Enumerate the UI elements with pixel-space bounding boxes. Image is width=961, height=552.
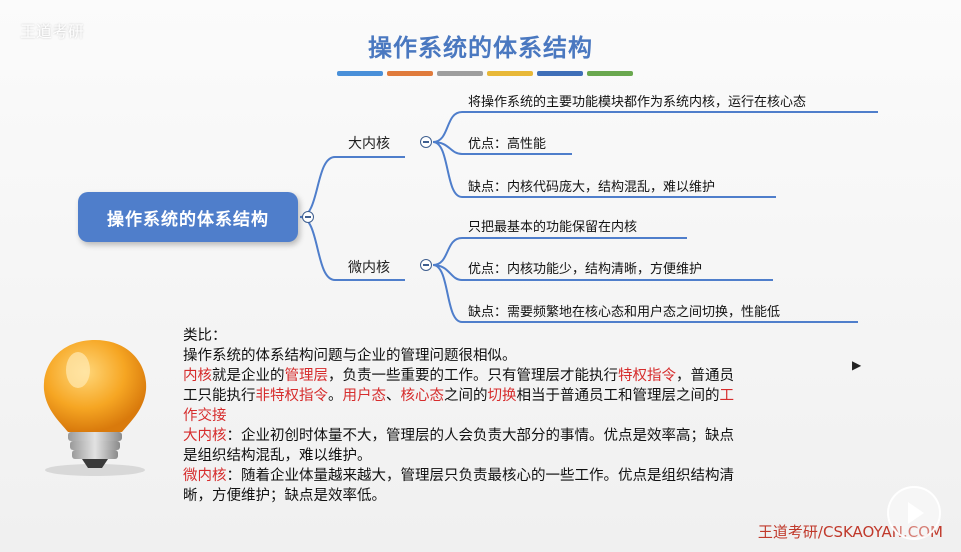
text: 之间的 xyxy=(444,388,488,404)
text: 相当于普通员工和管理层之间的 xyxy=(516,388,720,404)
title-underline-bar xyxy=(537,71,583,76)
title-underline-bar xyxy=(437,71,483,76)
lightbulb-icon xyxy=(43,340,147,476)
text: ，普通员工只能执行 xyxy=(183,368,734,404)
title-underline-bar xyxy=(387,71,433,76)
highlight: 特权指令 xyxy=(618,368,676,384)
highlight: 工作交接 xyxy=(183,388,734,424)
analogy-heading: 类比： xyxy=(183,328,227,344)
branch-big-kernel[interactable]: 大内核 xyxy=(348,136,390,152)
branch-micro-kernel[interactable]: 微内核 xyxy=(348,260,390,276)
micro-kernel-item: 缺点：需要频繁地在核心态和用户态之间切换，性能低 xyxy=(468,305,781,320)
collapse-toggle-big-kernel[interactable] xyxy=(420,136,432,148)
title-underline-bar xyxy=(337,71,383,76)
big-kernel-item: 将操作系统的主要功能模块都作为系统内核，运行在核心态 xyxy=(468,95,807,110)
analogy-text: 类比： 操作系统的体系结构问题与企业的管理问题很相似。 内核就是企业的管理层，负… xyxy=(183,326,748,506)
highlight: 内核 xyxy=(183,368,212,384)
highlight: 核心态 xyxy=(400,388,445,404)
text: 。 xyxy=(328,388,343,404)
highlight: 大内核 xyxy=(183,428,227,444)
big-kernel-item: 优点：高性能 xyxy=(468,137,547,152)
analogy-paragraph: 微内核：随着企业体量越来越大，管理层只负责最核心的一些工作。优点是组织结构清晰，… xyxy=(183,466,748,506)
page-title: 操作系统的体系结构 xyxy=(368,34,593,62)
highlight: 微内核 xyxy=(183,468,227,484)
text: ：企业初创时体量不大，管理层的人会负责大部分的事情。优点是效率高；缺点是组织结构… xyxy=(183,428,734,464)
text: 、 xyxy=(386,388,401,404)
watermark: 王道考研 xyxy=(20,22,85,41)
collapse-toggle-root[interactable] xyxy=(302,211,314,223)
highlight: 非特权指令 xyxy=(255,388,329,404)
text: ：随着企业体量越来越大，管理层只负责最核心的一些工作。优点是组织结构清晰，方便维… xyxy=(183,468,734,504)
play-icon[interactable] xyxy=(887,486,941,540)
analogy-paragraph: 大内核：企业初创时体量不大，管理层的人会负责大部分的事情。优点是效率高；缺点是组… xyxy=(183,426,748,466)
title-underline-bar xyxy=(487,71,533,76)
analogy-line: 操作系统的体系结构问题与企业的管理问题很相似。 xyxy=(183,348,517,364)
mouse-cursor-icon: ▶ xyxy=(852,358,862,372)
mindmap-root-node[interactable]: 操作系统的体系结构 xyxy=(78,192,298,242)
micro-kernel-item: 只把最基本的功能保留在内核 xyxy=(468,220,638,235)
highlight: 切换 xyxy=(487,388,517,404)
analogy-paragraph: 内核就是企业的管理层，负责一些重要的工作。只有管理层才能执行特权指令，普通员工只… xyxy=(183,366,748,426)
text: 就是企业的 xyxy=(212,368,285,384)
title-underline-bars xyxy=(337,71,633,76)
highlight: 用户态 xyxy=(342,388,387,404)
micro-kernel-item: 优点：内核功能少，结构清晰，方便维护 xyxy=(468,262,703,277)
highlight: 管理层 xyxy=(284,368,329,384)
collapse-toggle-micro-kernel[interactable] xyxy=(420,259,432,271)
text: ，负责一些重要的工作。只有管理层才能执行 xyxy=(328,368,618,384)
big-kernel-item: 缺点：内核代码庞大，结构混乱，难以维护 xyxy=(468,180,716,195)
title-underline-bar xyxy=(587,71,633,76)
